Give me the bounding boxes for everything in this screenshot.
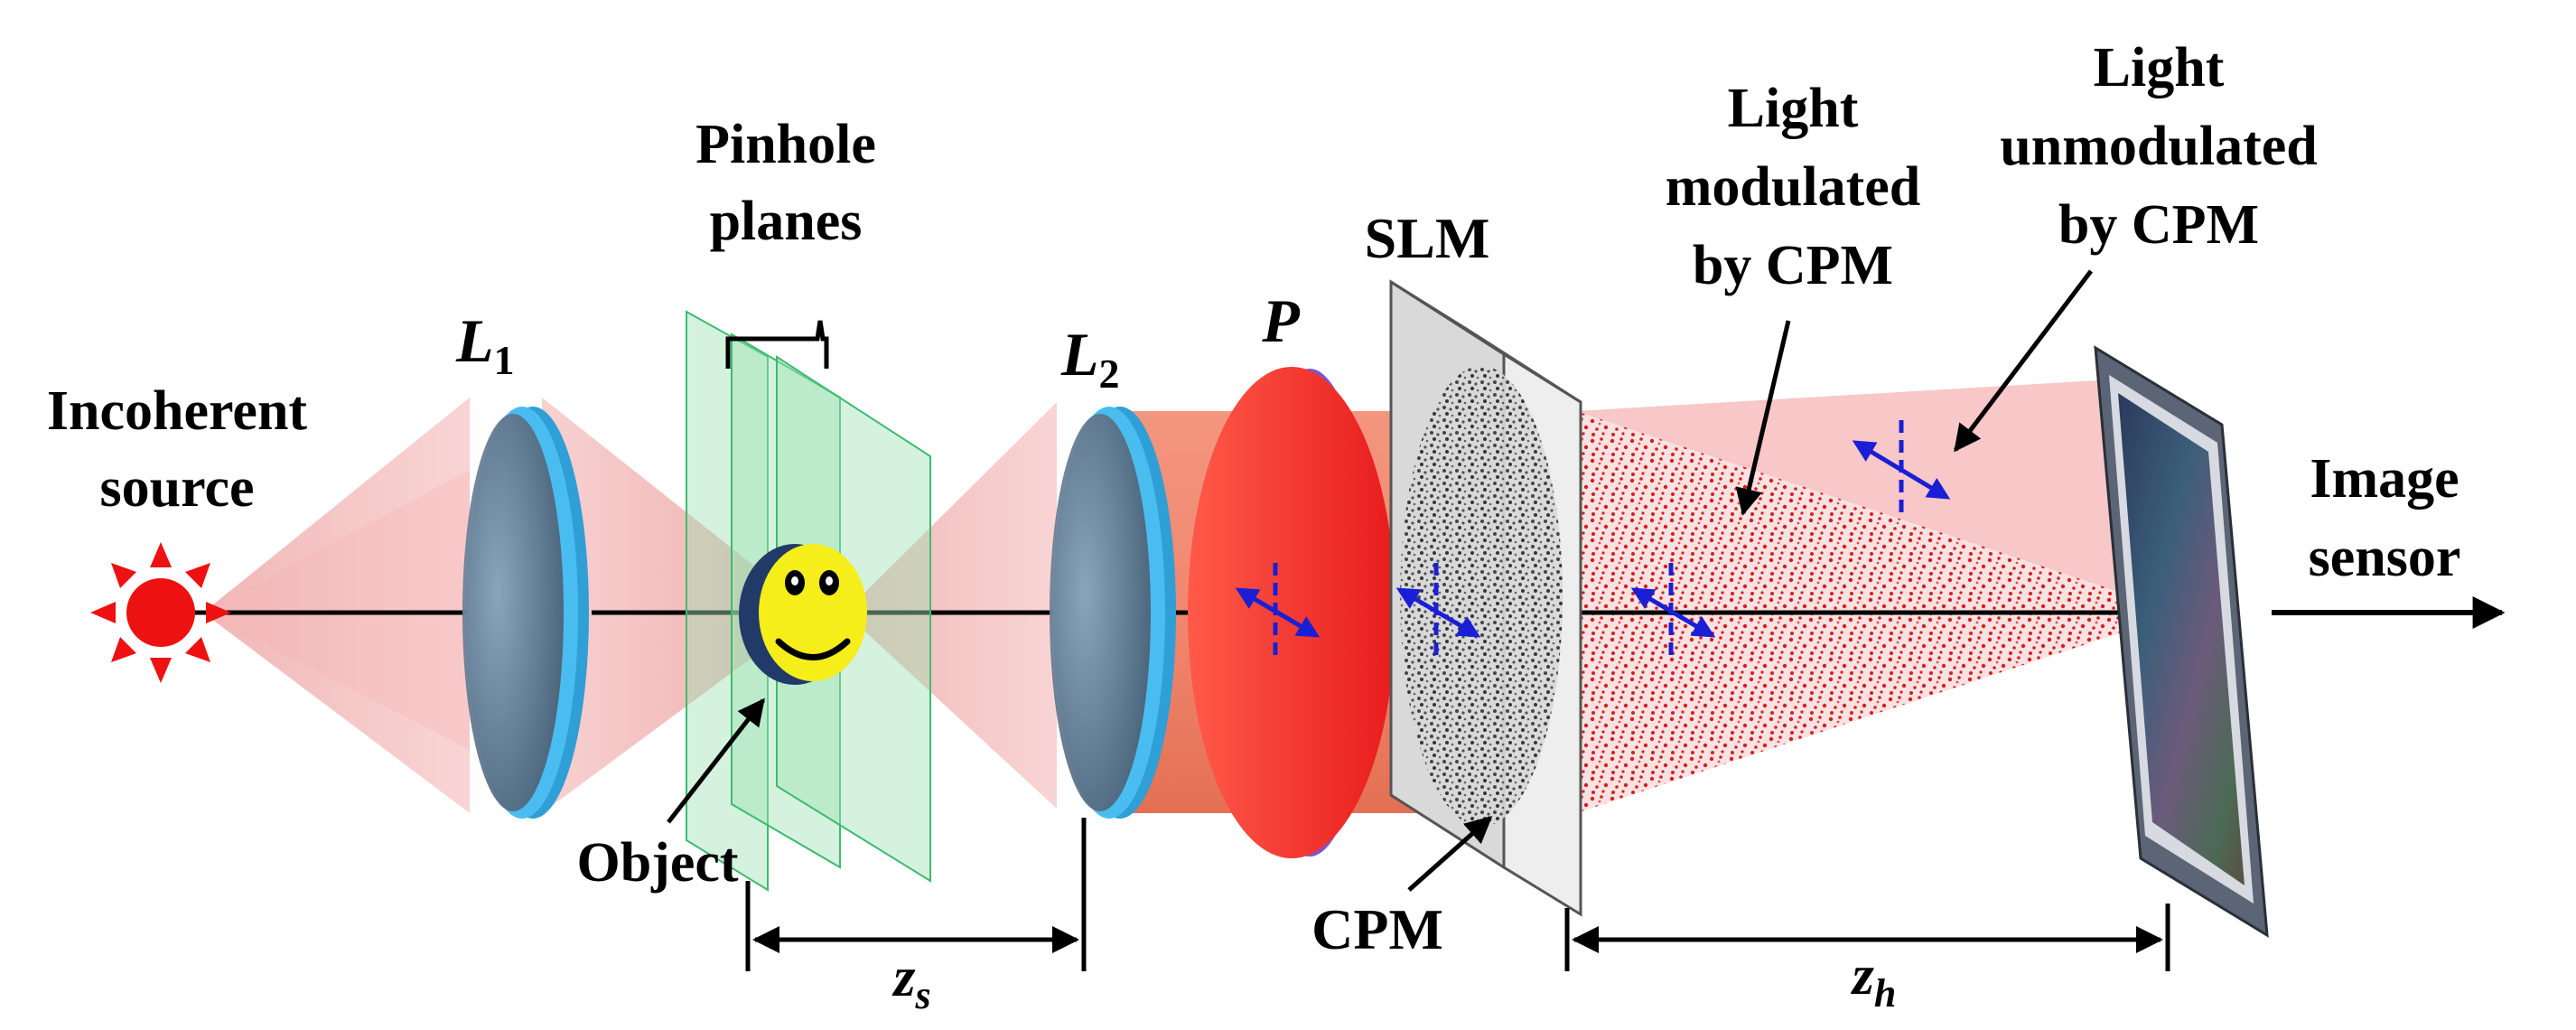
svg-text:Light: Light xyxy=(2094,37,2225,98)
polarizer-p xyxy=(1188,367,1395,858)
polarization-arrow-icon xyxy=(1235,420,1951,662)
cpm-pointer xyxy=(1407,816,1493,892)
svg-text:by CPM: by CPM xyxy=(1693,235,1893,296)
label-light-modulated: Light modulated by CPM xyxy=(1666,78,1920,296)
distance-zh xyxy=(1564,904,2170,971)
label-cpm: CPM xyxy=(1311,897,1443,961)
svg-text:Pinhole: Pinhole xyxy=(695,114,876,175)
object-pointer xyxy=(667,698,765,824)
label-polarizer: P xyxy=(1261,286,1300,355)
label-zs: zs xyxy=(891,947,930,1017)
svg-text:modulated: modulated xyxy=(1666,156,1920,218)
svg-text:sensor: sensor xyxy=(2309,527,2461,588)
distance-zs xyxy=(745,818,1087,971)
label-l1: L1 xyxy=(455,306,515,383)
sun-icon xyxy=(90,542,231,683)
label-image-sensor: Image sensor xyxy=(2309,448,2461,588)
beam-object-to-l2 xyxy=(845,402,1057,809)
smiley-icon xyxy=(739,544,867,685)
svg-text:source: source xyxy=(99,457,254,519)
beam-l1-to-object xyxy=(542,398,813,813)
svg-text:by CPM: by CPM xyxy=(2058,194,2259,256)
pointer-lines xyxy=(667,269,2093,892)
svg-text:Incoherent: Incoherent xyxy=(47,380,308,442)
modulated-pointer xyxy=(1735,320,1791,516)
label-zh: zh xyxy=(1851,945,1897,1016)
label-light-unmodulated: Light unmodulated by CPM xyxy=(2000,37,2317,256)
label-incoherent-source: Incoherent source xyxy=(47,380,308,519)
unmodulated-pointer xyxy=(1954,269,2093,453)
beam-source-to-l1 xyxy=(203,398,470,813)
lens-l2 xyxy=(1050,407,1176,819)
image-sensor xyxy=(2094,345,2269,938)
slm-panel xyxy=(1389,279,1582,917)
svg-text:Light: Light xyxy=(1728,78,1859,139)
svg-text:Image: Image xyxy=(2310,448,2459,510)
label-l2: L2 xyxy=(1060,320,1120,397)
svg-text:unmodulated: unmodulated xyxy=(2000,116,2317,177)
lens-l1 xyxy=(462,407,589,819)
svg-text:planes: planes xyxy=(710,191,863,252)
pinhole-bracket xyxy=(725,320,829,369)
label-slm: SLM xyxy=(1365,206,1490,270)
label-pinhole-planes: Pinhole planes xyxy=(695,114,876,252)
label-object: Object xyxy=(576,832,738,894)
cpm-pattern xyxy=(1400,366,1563,827)
